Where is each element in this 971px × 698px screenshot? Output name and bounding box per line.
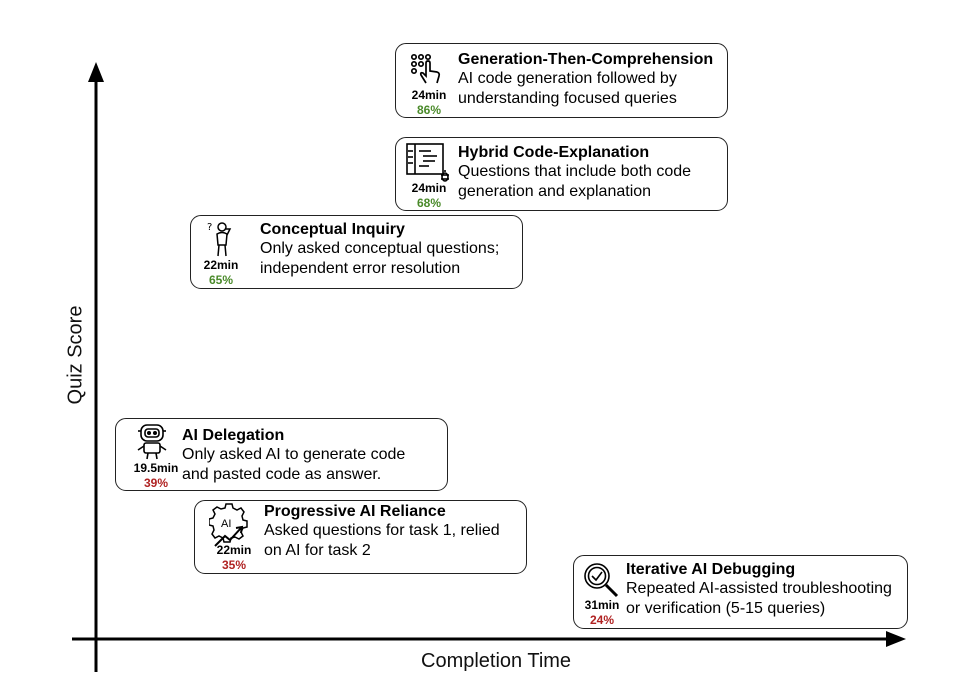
card-description-line-1: Repeated AI-assisted troubleshooting [626, 580, 892, 597]
card-description-line-1: Only asked AI to generate code [182, 446, 406, 463]
card-title: AI Delegation [182, 427, 285, 444]
quiz-score: 65% [208, 273, 234, 287]
card-description-line-2: and pasted code as answer. [182, 466, 382, 483]
card-progressive-ai-reliance: AI 22min 35% Progressive AI Reliance Ask… [194, 500, 527, 574]
completion-time: 22min [216, 543, 252, 557]
card-description-line-1: AI code generation followed by [458, 70, 677, 87]
card-description-line-2: generation and explanation [458, 183, 652, 200]
card-title: Generation-Then-Comprehension [458, 51, 714, 68]
card-title: Progressive AI Reliance [264, 503, 446, 520]
quiz-score: 68% [416, 196, 442, 210]
quiz-score: 24% [589, 613, 615, 627]
completion-time: 31min [584, 598, 620, 612]
completion-time: 22min [203, 258, 239, 272]
quiz-score: 35% [221, 558, 247, 572]
y-axis-arrow [88, 62, 104, 82]
robot-icon [135, 422, 169, 465]
completion-time: 24min [411, 181, 447, 195]
hand-tap-icon [410, 53, 442, 90]
card-title: Iterative AI Debugging [626, 561, 796, 578]
svg-text:AI: AI [221, 518, 231, 530]
completion-time: 24min [411, 88, 447, 102]
card-description-line-2: or verification (5-15 queries) [626, 600, 826, 617]
thinking-person-icon: ? [207, 220, 233, 263]
card-description-line-1: Questions that include both code [458, 163, 692, 180]
x-axis-label: Completion Time [421, 650, 572, 672]
card-ai-delegation: 19.5min 39% AI Delegation Only asked AI … [115, 418, 448, 491]
completion-time: 19.5min [133, 461, 179, 475]
card-title: Hybrid Code-Explanation [458, 144, 650, 161]
quiz-score: 39% [143, 476, 169, 490]
card-description-line-2: on AI for task 2 [264, 542, 371, 559]
x-axis-arrow [886, 631, 906, 647]
ai-gear-growth-icon: AI [208, 503, 249, 552]
card-conceptual-inquiry: ? 22min 65% Conceptual Inquiry Only aske… [190, 215, 523, 289]
card-description-line-2: independent error resolution [260, 260, 461, 277]
y-axis-label: Quiz Score [64, 305, 87, 405]
card-hybrid-code-explanation: 24min 68% Hybrid Code-Explanation Questi… [395, 137, 728, 211]
card-description-line-1: Only asked conceptual questions; [260, 240, 500, 257]
card-generation-then-comprehension: 24min 86% Generation-Then-Comprehension … [395, 43, 728, 118]
card-iterative-ai-debugging: 31min 24% Iterative AI Debugging Repeate… [573, 555, 908, 629]
card-title: Conceptual Inquiry [260, 221, 405, 238]
svg-text:?: ? [207, 222, 212, 233]
card-description-line-1: Asked questions for task 1, relied [264, 522, 500, 539]
code-document-bug-icon [406, 143, 452, 188]
quiz-score: 86% [416, 103, 442, 117]
card-description-line-2: understanding focused queries [458, 90, 677, 107]
magnifier-check-icon [582, 561, 620, 604]
